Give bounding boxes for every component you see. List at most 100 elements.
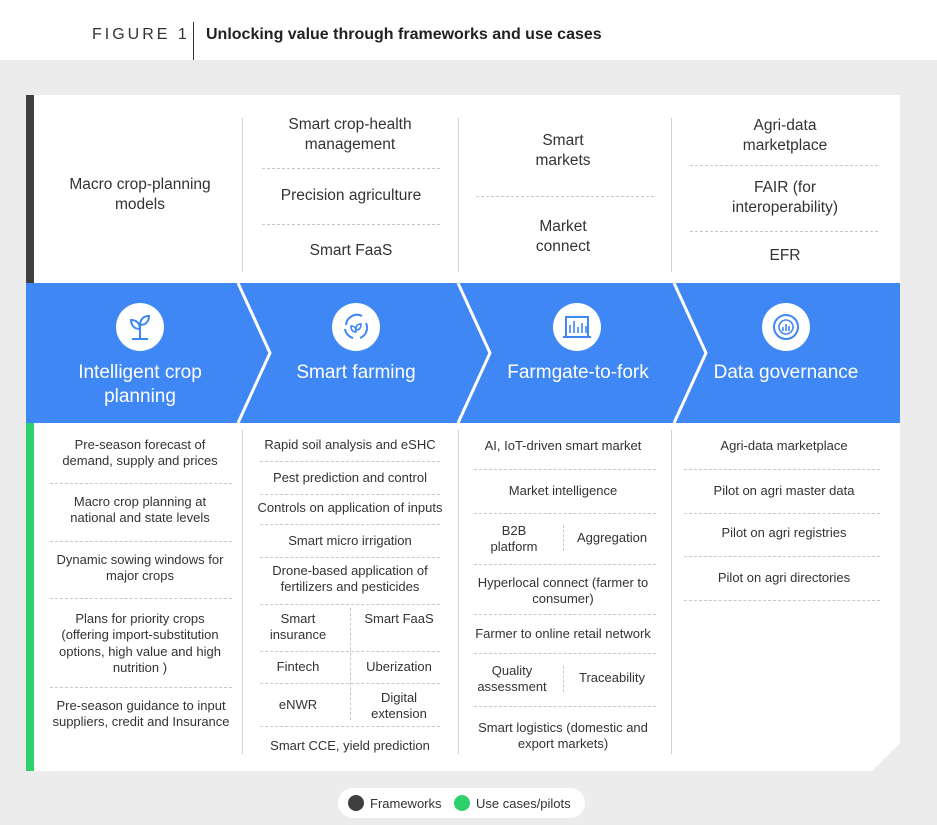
framework-item: Market connect xyxy=(535,218,591,255)
use-cases-legend-label: Use cases/pilots xyxy=(476,796,571,811)
dashed-column-divider xyxy=(563,525,564,551)
figure-header: FIGURE 1 Unlocking value through framewo… xyxy=(0,0,937,60)
use-case-item: Uberization xyxy=(366,659,432,674)
column-divider xyxy=(242,430,243,754)
frameworks-legend-label: Frameworks xyxy=(370,796,442,811)
dashed-divider xyxy=(474,614,656,615)
use-case-item: Drone-based application of fertilizers a… xyxy=(272,563,428,595)
figure-title: Unlocking value through frameworks and u… xyxy=(206,26,602,43)
use-case-item: Pest prediction and control xyxy=(273,470,427,485)
use-case-item: Farmer to online retail network xyxy=(475,626,651,641)
use-case-item: Smart FaaS xyxy=(364,611,434,626)
framework-item: EFR xyxy=(769,247,801,264)
use-case-item: Smart insurance xyxy=(269,611,327,643)
column-divider xyxy=(671,118,672,272)
dashed-divider xyxy=(684,556,880,557)
use-case-item: Market intelligence xyxy=(508,483,618,498)
use-case-item: Digital extension xyxy=(371,690,427,722)
use-cases-indicator-bar xyxy=(26,423,34,771)
stage-label: Data governance xyxy=(713,362,859,383)
dashed-divider xyxy=(262,168,440,169)
dashed-divider xyxy=(260,524,440,525)
dashed-divider xyxy=(684,469,880,470)
chevron-band-graphic xyxy=(26,283,900,423)
use-case-item: Controls on application of inputs xyxy=(257,500,443,515)
framework-item: Smart markets xyxy=(535,132,591,169)
dashed-divider xyxy=(50,598,232,599)
dashed-divider xyxy=(476,196,654,197)
use-case-item: Pilot on agri registries xyxy=(721,525,847,540)
use-case-item: Dynamic sowing windows for major crops xyxy=(56,552,224,584)
dashed-divider xyxy=(690,231,878,232)
dashed-divider xyxy=(474,706,656,707)
figure-separator xyxy=(193,22,194,60)
use-case-item: Plans for priority crops (offering impor… xyxy=(59,611,221,675)
dashed-divider xyxy=(262,224,440,225)
use-case-item: Macro crop planning at national and stat… xyxy=(70,494,210,526)
framework-item: FAIR (for interoperability) xyxy=(732,179,838,216)
dashed-divider xyxy=(50,687,232,688)
use-case-item: Pre-season forecast of demand, supply an… xyxy=(62,437,218,469)
market-stall-icon xyxy=(553,303,601,351)
chevron-divider xyxy=(672,283,708,423)
diagram-card xyxy=(26,95,900,771)
use-cases-legend-swatch xyxy=(454,795,470,811)
chevron-divider xyxy=(456,283,492,423)
dashed-divider xyxy=(50,483,232,484)
use-case-item: Aggregation xyxy=(576,530,648,545)
dashed-divider xyxy=(260,726,440,727)
dashed-divider xyxy=(474,653,656,654)
use-case-item: Pilot on agri directories xyxy=(717,570,851,585)
band-fill xyxy=(26,283,900,423)
stage-label: Smart farming xyxy=(296,362,416,383)
framework-item: Agri-data marketplace xyxy=(742,117,828,154)
dashed-divider xyxy=(474,564,656,565)
framework-item: Macro crop-planning models xyxy=(69,176,211,213)
dashed-divider xyxy=(684,600,880,601)
use-case-item: Traceability xyxy=(579,670,645,685)
stage-label: Intelligent crop planning xyxy=(78,362,202,407)
frameworks-legend-swatch xyxy=(348,795,364,811)
use-case-item: eNWR xyxy=(278,697,318,712)
stage-label: Farmgate-to-fork xyxy=(507,362,649,383)
framework-item: Smart FaaS xyxy=(309,242,393,259)
use-case-item: Rapid soil analysis and eSHC xyxy=(264,437,436,452)
dashed-column-divider xyxy=(563,666,564,692)
framework-item: Precision agriculture xyxy=(280,187,422,204)
frameworks-indicator-bar xyxy=(26,95,34,283)
use-case-item: Smart micro irrigation xyxy=(288,533,412,548)
column-divider xyxy=(458,118,459,272)
figure-label: FIGURE 1 xyxy=(92,26,190,43)
dashed-divider xyxy=(684,513,880,514)
use-case-item: AI, IoT-driven smart market xyxy=(484,438,642,453)
recycle-leaf-icon xyxy=(332,303,380,351)
dashed-divider xyxy=(260,651,440,652)
dashed-divider xyxy=(474,469,656,470)
use-case-item: Quality assessment xyxy=(477,663,547,695)
use-case-item: B2B platform xyxy=(490,523,538,555)
dashed-divider xyxy=(260,683,440,684)
dashed-divider xyxy=(260,461,440,462)
column-divider xyxy=(671,430,672,754)
use-case-item: Hyperlocal connect (farmer to consumer) xyxy=(477,575,649,607)
use-case-item: Fintech xyxy=(276,659,320,674)
chevron-divider xyxy=(236,283,272,423)
dashed-column-divider xyxy=(350,608,351,720)
dashed-divider xyxy=(474,513,656,514)
dashed-divider xyxy=(50,541,232,542)
plant-sprout-icon xyxy=(116,303,164,351)
use-case-item: Agri-data marketplace xyxy=(720,438,848,453)
dashed-divider xyxy=(260,557,440,558)
use-case-item: Pre-season guidance to input suppliers, … xyxy=(52,698,230,730)
data-chart-icon xyxy=(762,303,810,351)
column-divider xyxy=(458,430,459,754)
framework-item: Smart crop-health management xyxy=(288,116,412,153)
value-chain-band: Intelligent crop planning Smart farming … xyxy=(26,283,900,423)
dashed-divider xyxy=(260,494,440,495)
dashed-divider xyxy=(690,165,878,166)
use-case-item: Pilot on agri master data xyxy=(713,483,855,498)
column-divider xyxy=(242,118,243,272)
use-case-item: Smart logistics (domestic and export mar… xyxy=(478,720,648,752)
legend: Frameworks Use cases/pilots xyxy=(338,788,585,818)
use-case-item: Smart CCE, yield prediction xyxy=(270,738,430,753)
